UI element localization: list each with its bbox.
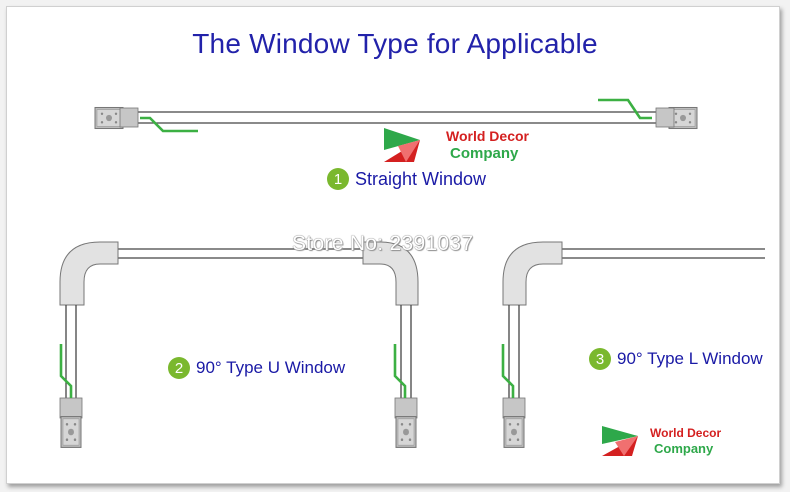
brand-name-bottom: World Decor Company <box>650 426 722 456</box>
page-title: The Window Type for Applicable <box>192 28 598 59</box>
u-window-track <box>59 241 419 448</box>
straight-window-label: 1 Straight Window <box>327 168 486 190</box>
power-wire <box>501 344 515 398</box>
motor-icon <box>503 416 525 448</box>
company-logo-icon <box>602 426 638 456</box>
power-wire <box>140 116 198 133</box>
power-wire <box>393 344 407 398</box>
number-badge: 1 <box>327 168 349 190</box>
u-window-label: 2 90° Type U Window <box>168 357 345 379</box>
motor-icon <box>60 416 82 448</box>
number-badge: 2 <box>168 357 190 379</box>
motor-icon <box>94 106 124 130</box>
store-watermark: Store No: 2391037 <box>292 232 474 255</box>
l-window-label: 3 90° Type L Window <box>589 348 763 370</box>
number-badge: 3 <box>589 348 611 370</box>
brand-name-top: World Decor Company <box>446 128 529 162</box>
motor-icon <box>395 416 417 448</box>
power-wire <box>598 98 652 120</box>
straight-window-track <box>94 98 698 133</box>
l-window-track <box>501 241 765 448</box>
power-wire <box>59 344 73 398</box>
company-logo-icon <box>384 128 420 162</box>
